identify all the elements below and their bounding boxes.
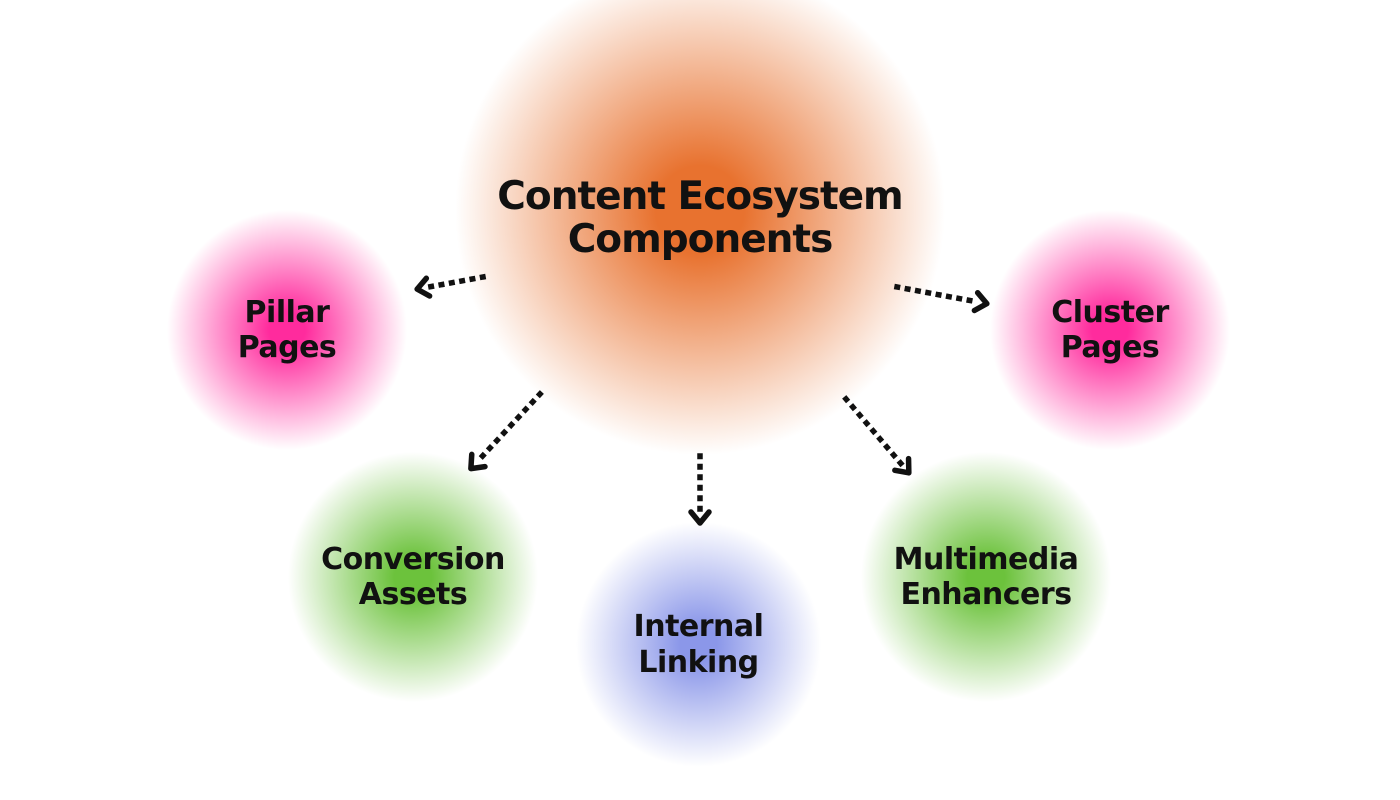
node-conversion-assets-label: Conversion Assets	[321, 541, 505, 612]
node-multimedia-enhancers-label: Multimedia Enhancers	[893, 541, 1079, 612]
node-pillar-pages-label: Pillar Pages	[237, 294, 337, 365]
node-conversion-assets: Conversion Assets	[288, 452, 538, 702]
center-node-content-ecosystem: Content Ecosystem Components	[455, 0, 945, 455]
arrow-center-to-conversion-assets	[468, 390, 544, 472]
node-internal-linking-label: Internal Linking	[633, 609, 764, 680]
node-pillar-pages: Pillar Pages	[167, 210, 407, 450]
arrow-center-to-multimedia-enhancers	[842, 395, 912, 476]
node-cluster-pages: Cluster Pages	[990, 210, 1230, 450]
center-node-label: Content Ecosystem Components	[497, 174, 903, 262]
node-cluster-pages-label: Cluster Pages	[1051, 294, 1169, 365]
node-multimedia-enhancers: Multimedia Enhancers	[861, 452, 1111, 702]
node-internal-linking: Internal Linking	[576, 522, 821, 767]
